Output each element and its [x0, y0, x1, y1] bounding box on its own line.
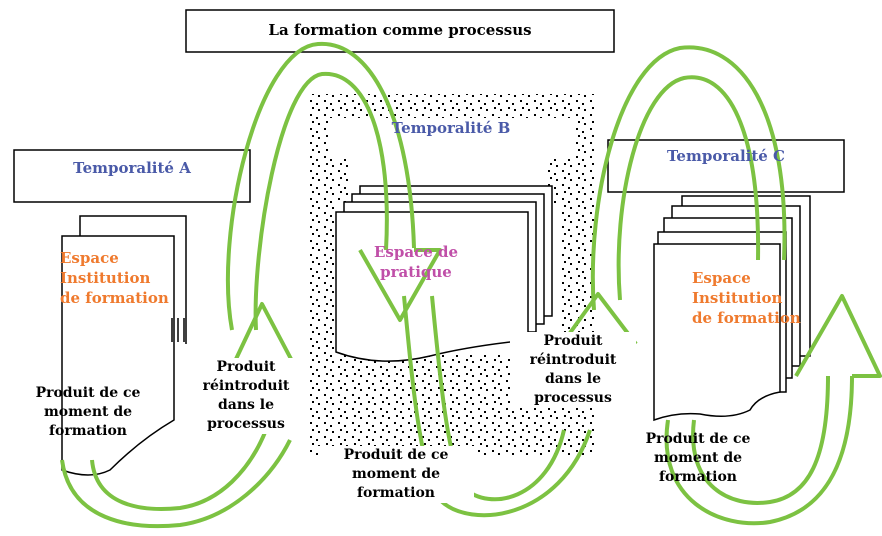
loop-arrow-1: [225, 41, 416, 331]
produit-moment-b: Produit de ce moment de formation: [318, 446, 474, 503]
temporalite-b-label: Temporalité B: [391, 119, 511, 137]
temporalite-a-box: [13, 149, 251, 203]
temporalite-a-label: Temporalité A: [73, 159, 191, 177]
temporalite-c-label: Temporalité C: [666, 147, 785, 165]
produit-reintroduit-1: Produit réintroduit dans le processus: [182, 358, 310, 434]
espace-b-label: Espace de pratique: [373, 243, 459, 281]
loop-arrow-3: [664, 375, 854, 526]
pages-stack-c: [653, 195, 811, 422]
title-box: [185, 9, 615, 53]
produit-moment-c: Produit de ce moment de formation: [645, 431, 751, 485]
espace-a-label: Espace Institution de formation: [60, 249, 169, 307]
temporalite-c-box: [607, 139, 845, 193]
produit-moment-a: Produit de ce moment de formation: [35, 385, 141, 439]
espace-c-label: Espace Institution de formation: [692, 269, 801, 327]
diagram-title: La formation comme processus: [268, 21, 532, 39]
produit-reintroduit-2: Produit réintroduit dans le processus: [510, 332, 636, 408]
pages-stack-a: [61, 215, 187, 476]
green-arrows: [60, 41, 882, 529]
pages-stack-b: [335, 185, 553, 362]
